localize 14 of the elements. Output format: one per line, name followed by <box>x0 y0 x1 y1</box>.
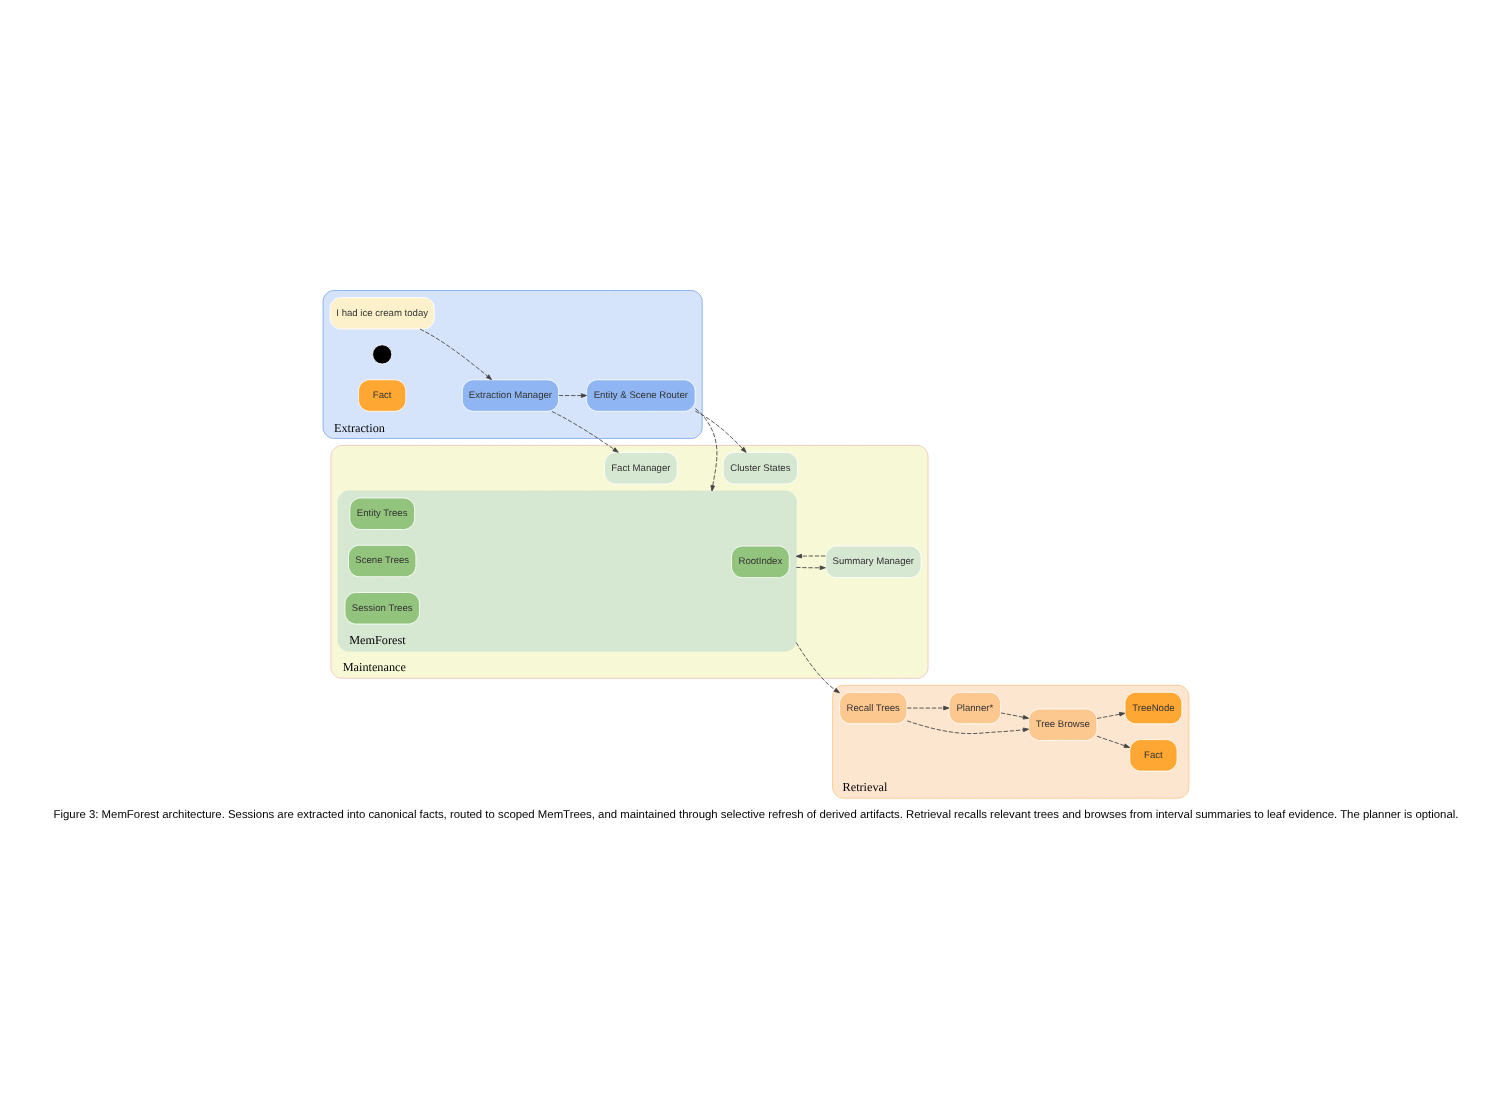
arrow <box>551 410 619 452</box>
arrow <box>906 704 950 710</box>
arrow <box>419 327 492 380</box>
arrow <box>795 552 826 558</box>
arrow <box>795 564 826 570</box>
arrow <box>694 407 718 491</box>
arrow <box>694 409 747 452</box>
arrow <box>906 719 1030 734</box>
arrow <box>558 392 588 397</box>
node-person <box>372 343 393 364</box>
arrow <box>1096 734 1130 747</box>
arrow <box>795 641 840 693</box>
arrow <box>1000 711 1029 719</box>
arrow <box>1096 710 1126 718</box>
